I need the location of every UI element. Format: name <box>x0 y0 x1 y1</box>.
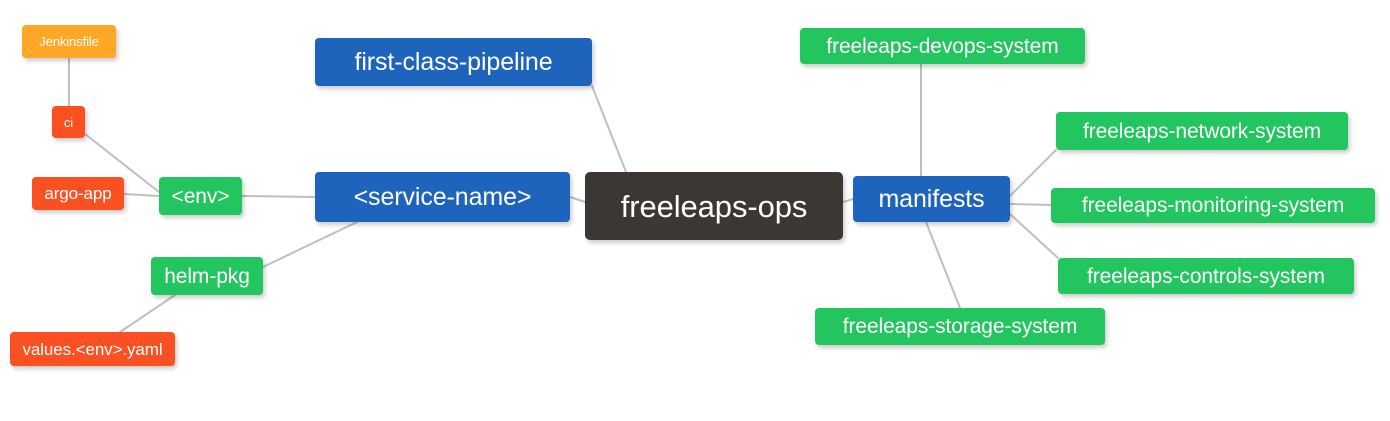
mindmap-node-label: values.<env>.yaml <box>22 339 163 359</box>
mindmap-node-label: argo-app <box>44 184 112 203</box>
edge-manifests-to-freeleaps-network-system <box>1009 149 1057 197</box>
edge-service-name-to-helm-pkg <box>262 221 358 268</box>
mindmap-node-freeleaps-devops-system[interactable]: freeleaps-devops-system <box>800 28 1085 64</box>
mindmap-node-freeleaps-monitoring-system[interactable]: freeleaps-monitoring-system <box>1051 188 1375 223</box>
mindmap-node-label: Jenkinsfile <box>39 34 99 49</box>
mindmap-node-label: ci <box>63 114 74 130</box>
mindmap-node-service-name[interactable]: <service-name> <box>315 172 570 222</box>
mindmap-node-ci[interactable]: ci <box>52 106 85 138</box>
mindmap-node-freeleaps-storage-system[interactable]: freeleaps-storage-system <box>815 308 1105 345</box>
mindmap-node-label: first-class-pipeline <box>354 47 553 76</box>
mindmap-node-helm-pkg[interactable]: helm-pkg <box>151 257 263 295</box>
mindmap-node-freeleaps-network-system[interactable]: freeleaps-network-system <box>1056 112 1348 150</box>
mindmap-node-first-class-pipeline[interactable]: first-class-pipeline <box>315 38 592 86</box>
mindmap-node-env[interactable]: <env> <box>159 177 242 215</box>
edge-manifests-to-freeleaps-storage-system <box>925 221 961 309</box>
edge-freeleaps-ops-to-service-name <box>569 196 586 203</box>
mindmap-node-label: manifests <box>878 184 985 213</box>
edge-service-name-to-env <box>241 195 316 198</box>
mindmap-node-label: freeleaps-network-system <box>1082 119 1321 143</box>
mindmap-node-argo-app[interactable]: argo-app <box>32 177 124 210</box>
mindmap-node-label: helm-pkg <box>164 264 250 288</box>
edge-helm-pkg-to-values-env-yaml <box>119 294 176 333</box>
mindmap-node-values-env-yaml[interactable]: values.<env>.yaml <box>10 332 175 366</box>
mindmap-node-label: freeleaps-devops-system <box>826 34 1059 58</box>
mindmap-node-freeleaps-controls-system[interactable]: freeleaps-controls-system <box>1058 258 1354 294</box>
mindmap-node-freeleaps-ops[interactable]: freeleaps-ops <box>585 172 843 240</box>
mindmap-node-label: freeleaps-ops <box>620 188 808 224</box>
mindmap-node-label: <env> <box>171 184 230 208</box>
edge-freeleaps-ops-to-manifests <box>842 198 854 203</box>
edge-freeleaps-ops-to-first-class-pipeline <box>591 85 627 173</box>
mindmap-node-jenkinsfile[interactable]: Jenkinsfile <box>22 25 116 58</box>
mindmap-node-label: freeleaps-monitoring-system <box>1081 194 1345 217</box>
mindmap-node-label: <service-name> <box>353 182 532 211</box>
edge-manifests-to-freeleaps-monitoring-system <box>1009 203 1052 206</box>
mindmap-node-label: freeleaps-storage-system <box>842 315 1078 338</box>
mindmap-node-manifests[interactable]: manifests <box>853 176 1010 222</box>
mindmap-node-label: freeleaps-controls-system <box>1087 264 1325 288</box>
edge-env-to-argo-app <box>123 193 160 197</box>
